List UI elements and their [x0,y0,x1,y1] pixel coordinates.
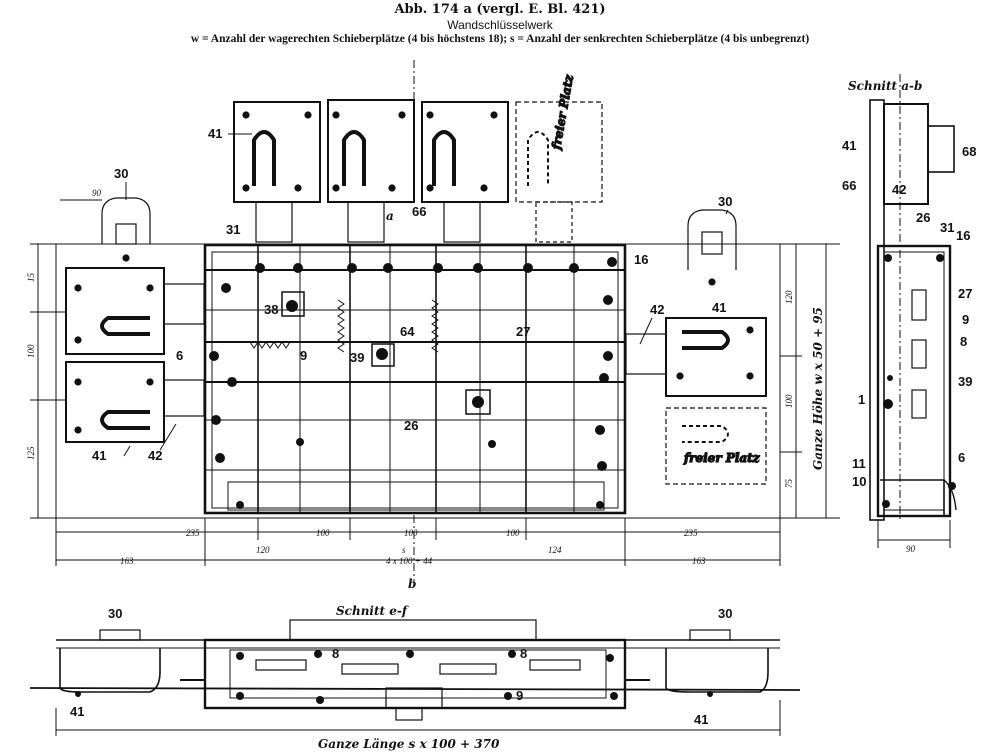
top-lock-3 [421,101,509,243]
spare-slot-text: freier Platz [683,451,761,465]
side-label-66: 66 [842,178,856,193]
right-lock-lower-spare: freier Platz [665,407,767,485]
side-label-6: 6 [958,450,965,465]
bottom-label-30-left: 30 [108,606,122,621]
side-label-11: 11 [852,456,866,471]
side-label-39: 39 [958,374,972,389]
top-lock-1 [233,101,321,243]
side-label-8: 8 [960,334,967,349]
label-41-right: 41 [712,300,726,315]
spare-slot-text-rotated: freier Platz [549,73,576,152]
side-label-68: 68 [962,144,976,159]
dim-s: s [402,545,406,555]
side-label-9: 9 [962,312,969,327]
right-mount-tab [687,209,737,286]
label-39: 39 [350,350,364,365]
dim-100-c: 100 [506,528,520,538]
figure-subtitle: Wandschlüsselwerk [447,18,553,32]
label-30-left: 30 [114,166,128,181]
dim-124: 124 [548,545,562,555]
bottom-label-8-right: 8 [520,646,527,661]
front-view: freier Platz [26,60,840,591]
bottom-label-8-left: 8 [332,646,339,661]
dim-163-right: 163 [692,556,706,566]
label-26: 26 [404,418,418,433]
side-label-31: 31 [940,220,954,235]
label-64: 64 [400,324,415,339]
dim-100-right: 100 [784,394,794,408]
label-27: 27 [516,324,530,339]
dim-120-right: 120 [784,290,794,304]
side-label-1: 1 [858,392,865,407]
label-41-left: 41 [92,448,106,463]
dim-90-side: 90 [906,544,916,554]
dim-125: 125 [26,446,36,460]
label-6: 6 [176,348,183,363]
label-30-right: 30 [718,194,732,209]
side-label-42: 42 [892,182,906,197]
bottom-section-title: Schnitt e-f [336,604,409,618]
right-lock-upper [625,317,767,397]
dim-120: 120 [256,545,270,555]
bottom-view-mark: b [408,577,416,591]
side-label-16: 16 [956,228,970,243]
dim-100-a: 100 [316,528,330,538]
figure-legend: w = Anzahl der wagerechten Schieberplätz… [190,33,810,45]
figure-title: Abb. 174 a (vergl. E. Bl. 421) [394,2,606,17]
dim-235-right: 235 [684,528,698,538]
dim-15: 15 [26,273,36,283]
bottom-label-41-left: 41 [70,704,84,719]
left-mount-tab [101,197,151,262]
dim-formula-w: 4 x 100 + 44 [386,556,433,566]
dim-90-top: 90 [92,188,102,198]
bottom-label-41-right: 41 [694,712,708,727]
label-9: 9 [300,348,307,363]
side-label-26: 26 [916,210,930,225]
top-lock-2 [327,99,415,243]
label-38: 38 [264,302,278,317]
dim-163-left: 163 [120,556,134,566]
side-section-view: Schnitt a-b 90 41 66 42 26 31 16 27 9 [842,74,976,554]
side-label-10: 10 [852,474,866,489]
label-42-left: 42 [148,448,162,463]
label-42-right: 42 [650,302,664,317]
front-view-mark: a [386,209,394,223]
side-label-41: 41 [842,138,856,153]
label-41-top: 41 [208,126,222,141]
label-16: 16 [634,252,648,267]
left-lock-upper [65,267,205,355]
bottom-label-30-right: 30 [718,606,732,621]
bottom-label-9: 9 [516,688,523,703]
side-section-title: Schnitt a-b [848,79,922,93]
dim-75: 75 [784,479,794,489]
dim-235-left: 235 [186,528,200,538]
dim-100-left: 100 [26,344,36,358]
label-66: 66 [412,204,426,219]
dim-100-b: 100 [404,528,418,538]
label-31: 31 [226,222,240,237]
total-length-label: Ganze Länge s x 100 + 370 [318,737,500,751]
left-lock-lower [65,361,205,443]
total-height-label: Ganze Höhe w x 50 + 95 [811,307,825,470]
bottom-section-view: Schnitt e-f 30 [29,604,801,751]
top-lock-4-spare: freier Platz [515,72,603,243]
side-label-27: 27 [958,286,972,301]
